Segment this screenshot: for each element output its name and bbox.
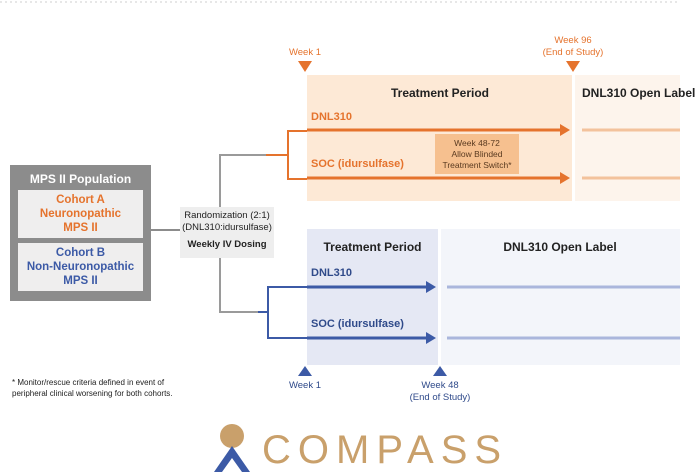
blue-branch-lower bbox=[267, 312, 307, 339]
cohort-b-arm-soc: SOC (idursulfase) bbox=[311, 318, 404, 330]
cohort-b-open-label-panel bbox=[441, 229, 680, 365]
cohort-a-dnl310-arrowhead bbox=[560, 124, 570, 136]
week1-bottom-marker bbox=[298, 366, 312, 376]
randomization-ratio: Randomization (2:1) bbox=[184, 210, 270, 221]
switch-line-1: Week 48-72 bbox=[454, 138, 500, 148]
week48-label: Week 48 bbox=[421, 380, 459, 391]
week1-top-marker bbox=[298, 61, 312, 72]
cohort-a-box bbox=[18, 190, 143, 238]
compass-logo-mark bbox=[214, 424, 250, 472]
week1-top-label: Week 1 bbox=[288, 47, 322, 58]
cohort-a-treatment-title: Treatment Period bbox=[390, 86, 490, 100]
cohort-a-label: Cohort A Neuronopathic MPS II bbox=[18, 193, 143, 235]
population-title: MPS II Population bbox=[29, 172, 132, 186]
switch-line-2: Allow Blinded bbox=[451, 149, 503, 159]
cohort-a-open-label-title: DNL310 Open Label bbox=[582, 86, 695, 100]
cohort-b-soc-arrowhead bbox=[426, 332, 436, 344]
cohort-b-arm-dnl310: DNL310 bbox=[311, 267, 352, 279]
treatment-switch-box bbox=[435, 134, 519, 174]
cohort-b-label: Cohort B Non-Neuronopathic MPS II bbox=[18, 246, 143, 288]
cohort-a-line-2: Neuronopathic bbox=[39, 208, 122, 220]
randomization-box bbox=[180, 207, 274, 258]
diagram-graphics bbox=[0, 1, 680, 472]
cohort-b-treatment-panel bbox=[307, 229, 438, 365]
cohort-a-arm-dnl310: DNL310 bbox=[311, 111, 352, 123]
cohort-b-line-3: MPS II bbox=[63, 275, 98, 287]
footnote-line-1: * Monitor/rescue criteria defined in eve… bbox=[12, 378, 165, 387]
orange-branch-lower bbox=[287, 155, 307, 180]
cohort-b-line-1: Cohort B bbox=[55, 247, 106, 259]
week1-bottom-label: Week 1 bbox=[288, 380, 322, 391]
randomization-label: Randomization (2:1) (DNL310:idursulfase)… bbox=[176, 210, 278, 251]
cohort-b-treatment-title: Treatment Period bbox=[323, 240, 422, 254]
week48-marker bbox=[433, 366, 447, 376]
cohort-b-dnl310-arrowhead bbox=[426, 281, 436, 293]
cohort-a-line-3: MPS II bbox=[63, 222, 98, 234]
orange-branch bbox=[266, 130, 307, 156]
dosing-label: Weekly IV Dosing bbox=[187, 239, 267, 250]
cohort-a-line-1: Cohort A bbox=[56, 194, 105, 206]
cohort-a-soc-arrowhead bbox=[560, 172, 570, 184]
week96-label: Week 96 bbox=[554, 35, 592, 46]
week96-marker bbox=[566, 61, 580, 72]
compass-logo-text: COMPASS bbox=[262, 428, 509, 472]
cohort-b-box bbox=[18, 243, 143, 291]
cohort-a-open-label-panel bbox=[575, 75, 680, 201]
randomization-arms: (DNL310:idursulfase) bbox=[182, 222, 272, 233]
lower-branch-gray bbox=[219, 258, 258, 313]
week96-end-label: (End of Study) bbox=[542, 47, 604, 58]
blue-branch bbox=[258, 286, 307, 313]
week48-end-label: (End of Study) bbox=[409, 392, 471, 403]
footnote: * Monitor/rescue criteria defined in eve… bbox=[12, 377, 173, 399]
cohort-b-open-label-title: DNL310 Open Label bbox=[503, 240, 617, 254]
switch-line-3: Treatment Switch* bbox=[442, 160, 512, 170]
cohort-b-line-2: Non-Neuronopathic bbox=[26, 261, 135, 273]
cohort-a-arm-soc: SOC (idursulfase) bbox=[311, 158, 404, 170]
footnote-line-2: peripheral clinical worsening for both c… bbox=[12, 389, 173, 398]
upper-branch-gray bbox=[219, 154, 266, 207]
treatment-switch-text: Week 48-72 Allow Blinded Treatment Switc… bbox=[435, 138, 519, 171]
